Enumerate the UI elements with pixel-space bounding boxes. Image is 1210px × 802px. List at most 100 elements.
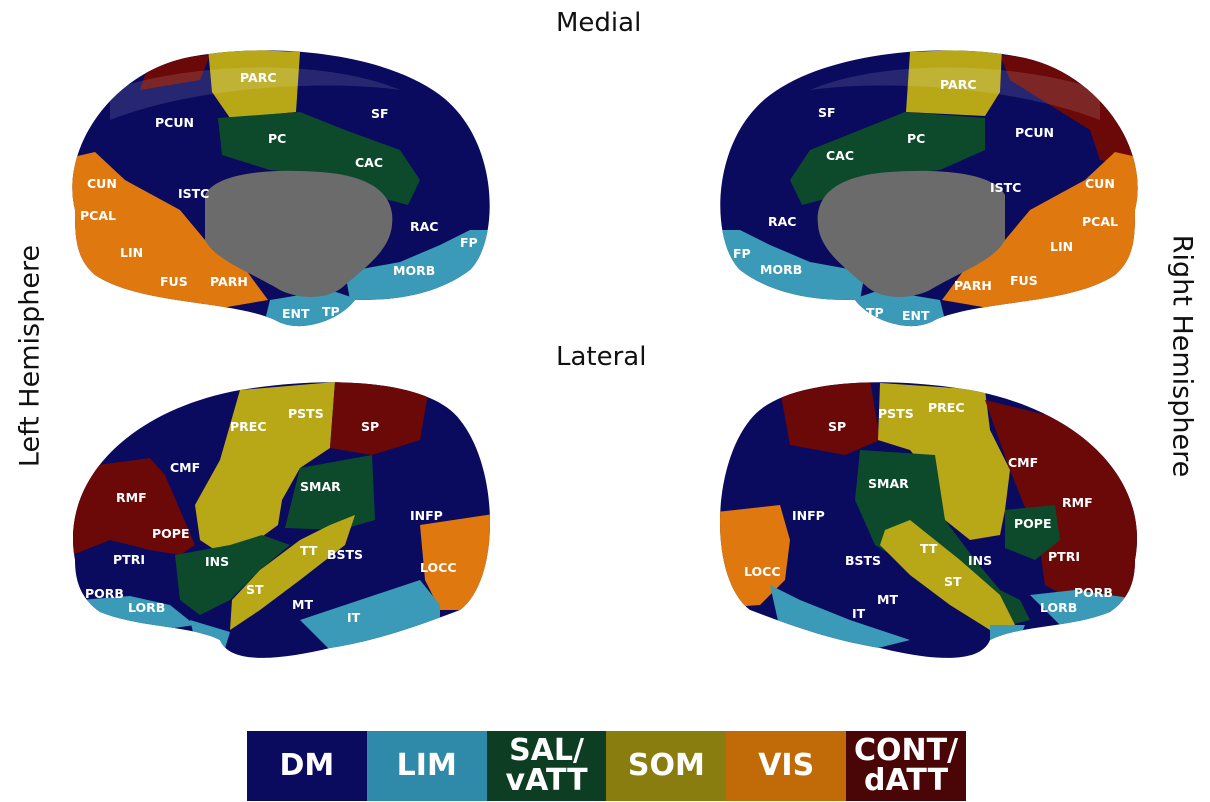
region-label: CAC xyxy=(826,148,854,163)
region-label: ST xyxy=(944,574,962,589)
region-label: MORB xyxy=(760,262,802,277)
region-label: BSTS xyxy=(845,553,881,568)
legend-dm: DM xyxy=(247,731,367,801)
legend-vis: VIS xyxy=(726,731,847,801)
region-label: CMF xyxy=(170,460,200,475)
region-label: PARH xyxy=(954,278,992,293)
region-label: PORB xyxy=(1074,585,1113,600)
rm-parc-region xyxy=(906,50,1002,116)
lm-medial-wall xyxy=(205,170,393,297)
rl-st-region xyxy=(880,520,1015,630)
right-medial-brain xyxy=(720,50,1138,327)
region-label: INFP xyxy=(410,508,443,523)
ll-st-region xyxy=(230,515,355,630)
region-label: SMAR xyxy=(868,476,909,491)
region-label: POPE xyxy=(152,526,190,541)
region-label: PCUN xyxy=(155,115,194,130)
region-label: FP xyxy=(733,246,751,261)
region-label: ENT xyxy=(902,308,930,323)
ll-sp-region xyxy=(330,382,430,455)
right-lateral-brain xyxy=(720,382,1138,658)
legend-sal-vatt: SAL/ vATT xyxy=(486,731,607,801)
ll-lorb-region xyxy=(80,596,195,630)
lateral-heading: Lateral xyxy=(556,342,647,372)
region-label: FUS xyxy=(1010,273,1038,288)
region-label: CUN xyxy=(87,176,117,191)
rl-pope-region xyxy=(1005,505,1060,560)
lm-parc-region xyxy=(208,50,300,118)
ll-ins-region xyxy=(175,535,290,615)
region-label: TP xyxy=(322,304,340,319)
region-label: LOCC xyxy=(420,560,457,575)
region-label: SP xyxy=(828,419,846,434)
region-label: MT xyxy=(877,592,898,607)
region-label: SF xyxy=(818,105,836,120)
region-label: ST xyxy=(246,582,264,597)
rm-pc-cac-region xyxy=(790,112,985,205)
lm-pc-cac-region xyxy=(218,112,420,205)
lm-vis-region xyxy=(72,152,268,310)
region-label: LIN xyxy=(1050,239,1073,254)
region-label: PARC xyxy=(240,70,277,85)
lm-ent-region xyxy=(260,290,360,327)
region-label: POPE xyxy=(1014,516,1052,531)
region-label: PTRI xyxy=(1048,549,1080,564)
region-label: SP xyxy=(361,419,379,434)
shading-overlays xyxy=(110,67,1100,120)
medial-heading: Medial xyxy=(556,8,642,38)
region-label: BSTS xyxy=(327,547,363,562)
brain-surface-figure: PARC SF PCUN PC CAC CUN ISTC PCAL RAC FP… xyxy=(72,50,1138,658)
region-label: TP xyxy=(866,305,884,320)
region-label: LORB xyxy=(1040,600,1077,615)
legend-lim: LIM xyxy=(366,731,487,801)
region-label: INS xyxy=(205,554,229,569)
region-label: ISTC xyxy=(990,180,1021,195)
left-medial-brain xyxy=(72,50,490,327)
region-label: RMF xyxy=(116,490,147,505)
ll-smar-region xyxy=(285,455,375,530)
rl-locc-region xyxy=(720,505,790,610)
region-label: PTRI xyxy=(113,552,145,567)
legend-som: SOM xyxy=(606,731,727,801)
region-label: CAC xyxy=(355,155,383,170)
region-label: PCAL xyxy=(80,208,116,223)
region-label: INS xyxy=(968,553,992,568)
region-labels: PARC SF PCUN PC CAC CUN ISTC PCAL RAC FP… xyxy=(80,70,1118,625)
region-label: PCAL xyxy=(1082,214,1118,229)
region-label: TT xyxy=(920,541,938,556)
region-label: LIN xyxy=(120,245,143,260)
region-label: PC xyxy=(268,131,286,146)
region-label: CUN xyxy=(1085,176,1115,191)
rm-vis-region xyxy=(942,152,1138,310)
region-label: PARH xyxy=(210,274,248,289)
rl-som-precentral xyxy=(878,383,1010,540)
region-label: IT xyxy=(347,610,361,625)
ll-som-precentral xyxy=(195,382,335,560)
rm-ent-region xyxy=(850,290,950,327)
region-label: RAC xyxy=(410,219,438,234)
region-label: RAC xyxy=(768,214,796,229)
region-label: MORB xyxy=(393,263,435,278)
region-label: RMF xyxy=(1062,495,1093,510)
region-label: PCUN xyxy=(1015,125,1054,140)
region-label: PSTS xyxy=(288,406,324,421)
region-label: FUS xyxy=(160,274,188,289)
region-label: PC xyxy=(907,131,925,146)
region-label: ISTC xyxy=(178,186,209,201)
rl-temporal-pole xyxy=(990,625,1025,658)
region-label: SF xyxy=(371,106,389,121)
region-label: TT xyxy=(300,543,318,558)
region-label: PREC xyxy=(230,419,267,434)
region-label: IT xyxy=(852,606,866,621)
region-label: PORB xyxy=(85,586,124,601)
rm-medial-wall xyxy=(817,170,1005,297)
legend-cont-datt: CONT/ dATT xyxy=(846,731,966,801)
region-label: LOCC xyxy=(744,564,781,579)
region-label: MT xyxy=(292,597,313,612)
region-label: CMF xyxy=(1008,455,1038,470)
ll-locc-region xyxy=(420,510,490,610)
rl-sp-region xyxy=(780,382,880,455)
region-label: PARC xyxy=(940,77,977,92)
region-label: ENT xyxy=(282,306,310,321)
ll-frontal-cont xyxy=(72,458,195,560)
